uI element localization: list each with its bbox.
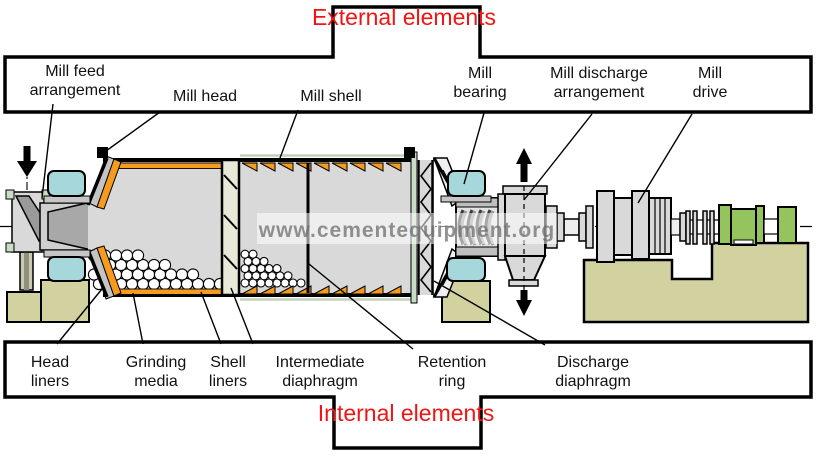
label-retention-ring: Retention ring [417, 354, 487, 390]
label-mill-head: Mill head [172, 88, 238, 105]
label-head-liners: Head liners [30, 354, 70, 390]
discharge-up-arrow-icon [516, 148, 532, 182]
shell-liners-chamber2 [241, 162, 402, 295]
feed-bearing-top [47, 170, 86, 197]
label-mill-feed-arrangement: Mill feed arrangement [29, 63, 121, 99]
intermediate-diaphragm [220, 158, 241, 297]
frame-bottom-band [3, 340, 813, 450]
discharge-bearing-top [447, 170, 486, 197]
frame-top-band [3, 5, 813, 114]
label-discharge-diaphragm: Discharge diaphragm [555, 354, 631, 390]
label-mill-drive: Mill drive [692, 65, 728, 101]
leader-lines [41, 103, 693, 350]
external-elements-title: External elements [311, 4, 497, 30]
mill-feed-arrangement [5, 146, 54, 291]
label-mill-bearing: Mill bearing [453, 65, 507, 101]
frame [3, 5, 813, 450]
feed-flow-arrow-icon [17, 146, 37, 177]
label-intermediate-diaphragm: Intermediate diaphragm [275, 354, 365, 390]
label-mill-discharge-arrangement: Mill discharge arrangement [550, 65, 648, 101]
motor [718, 204, 797, 246]
label-shell-liners: Shell liners [208, 354, 248, 390]
head-liners-top [96, 158, 122, 210]
mill-head [86, 147, 122, 300]
feed-bearing-bottom [47, 256, 86, 282]
title-line: External [311, 4, 397, 30]
feed-trunnion [39, 200, 97, 252]
discharge-down-arrow-icon [516, 290, 532, 316]
head-liners-bottom [96, 245, 122, 297]
couplings [685, 210, 715, 245]
label-grinding-media: Grinding media [125, 354, 187, 390]
watermark: www.cementequipment.org [257, 213, 557, 244]
mill-bearings [43, 170, 492, 282]
pedestals [6, 241, 810, 324]
title-line: elements [402, 4, 497, 30]
gearbox [596, 190, 672, 263]
label-mill-shell: Mill shell [300, 88, 362, 105]
internal-elements-title: Internal elements [317, 400, 495, 426]
watermark-text: www.cementequipment.org [258, 219, 555, 242]
discharge-bearing-bottom [446, 257, 486, 282]
title-line: elements [400, 400, 495, 426]
title-line: Internal [317, 400, 395, 426]
